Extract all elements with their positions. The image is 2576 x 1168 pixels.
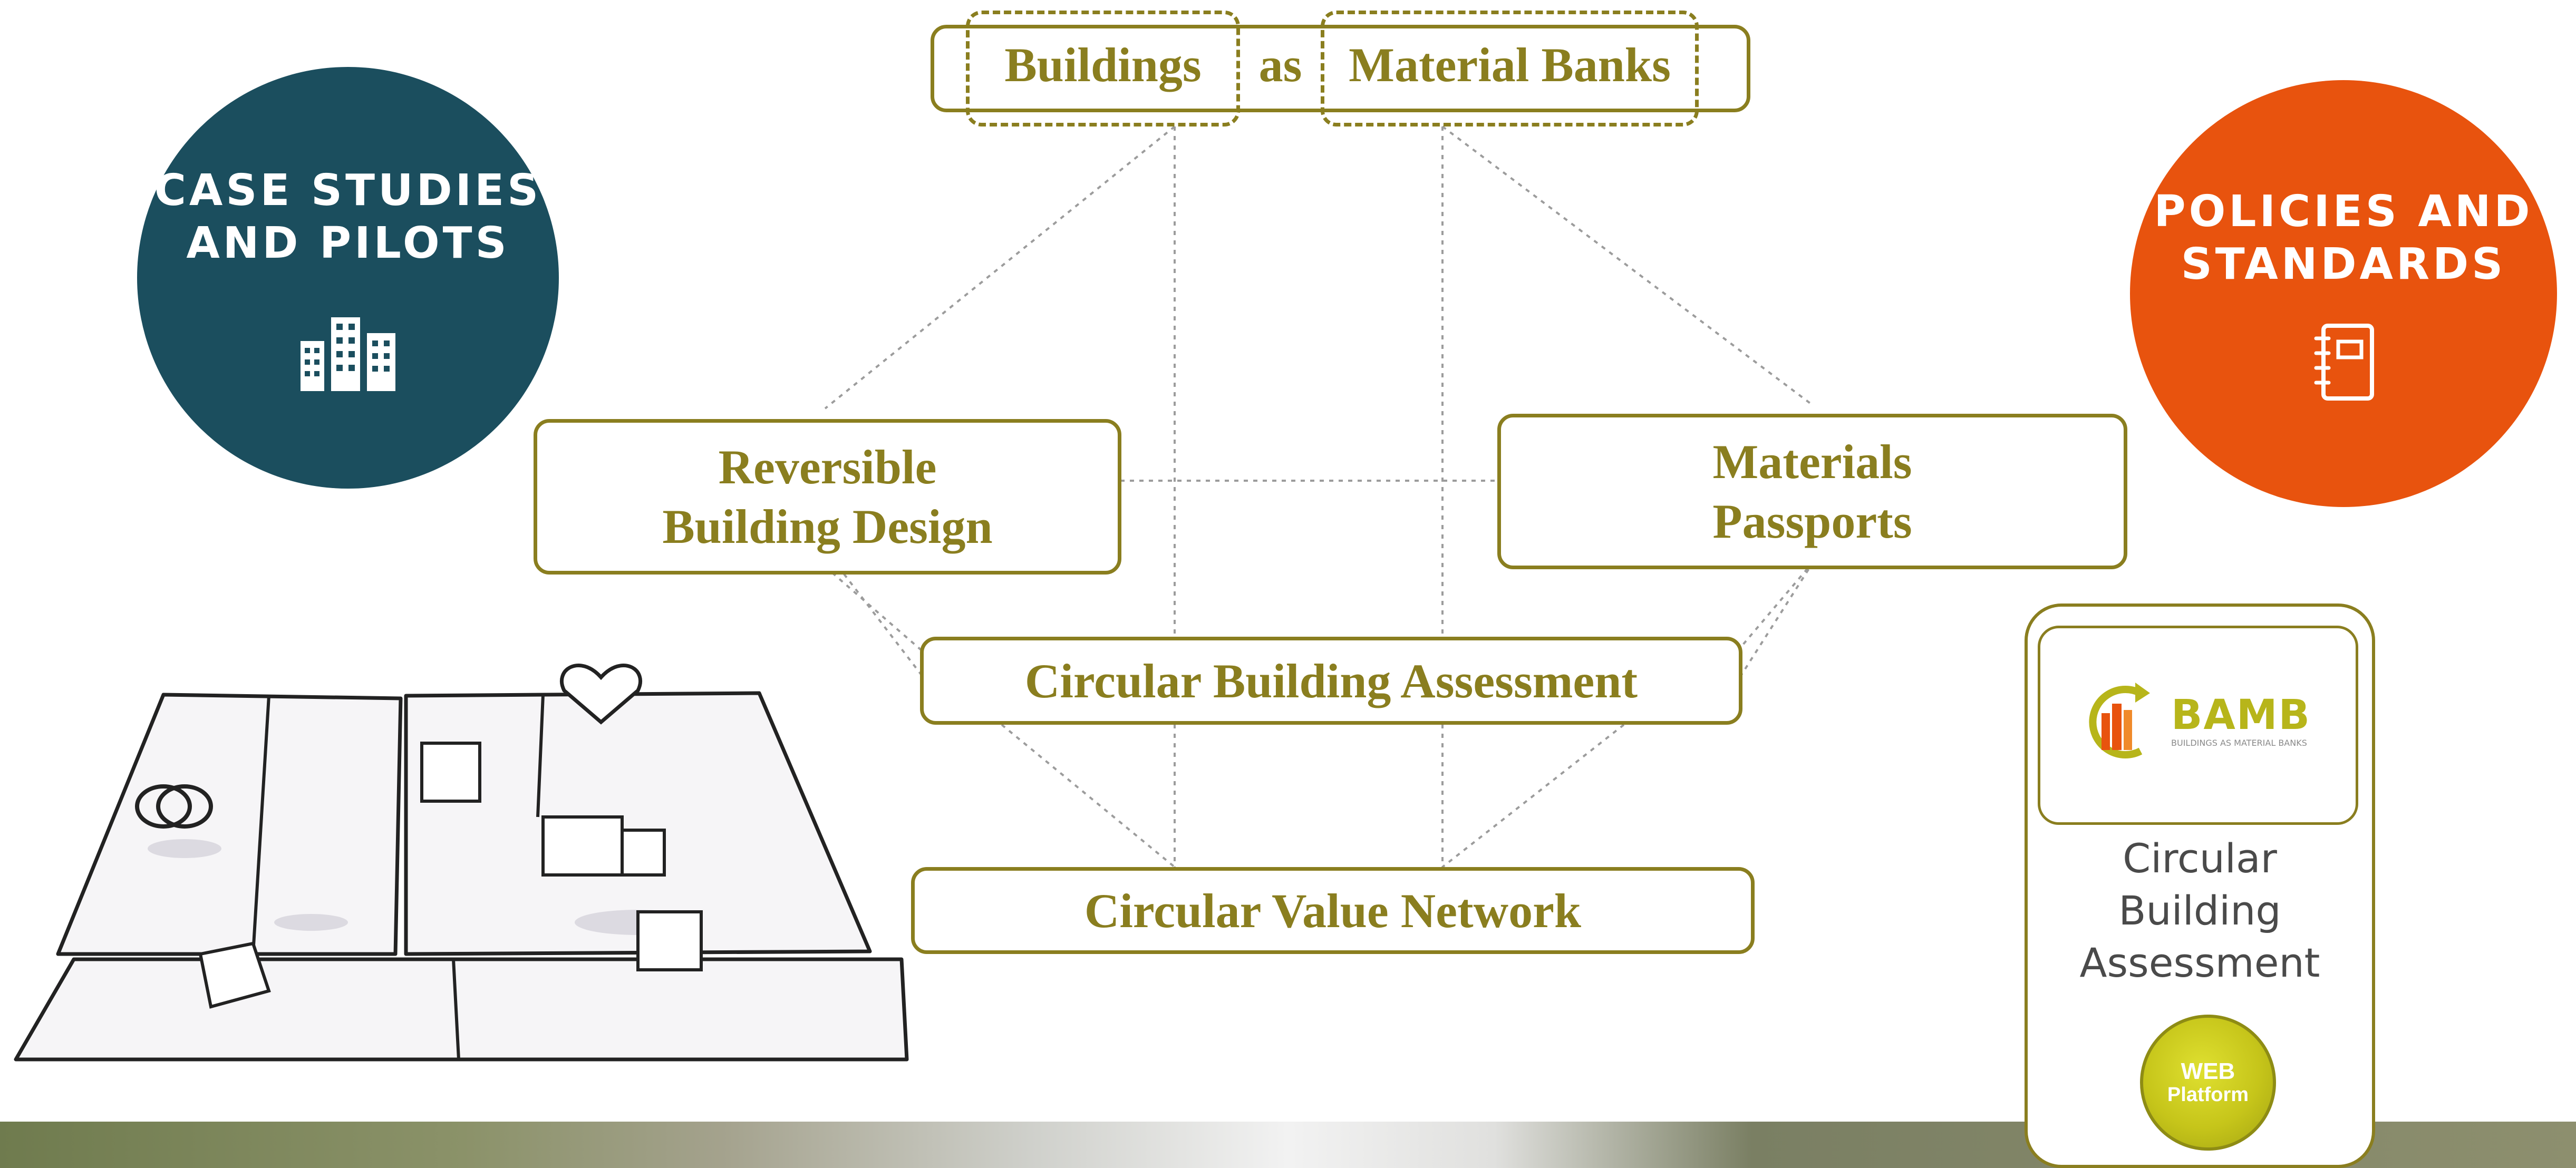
city-buildings-icon xyxy=(301,317,395,392)
bamb-label-line-3: Assessment xyxy=(2079,939,2320,986)
policies-standards-circle: POLICIES AND STANDARDS xyxy=(2130,80,2557,507)
bamb-logo-icon xyxy=(2089,683,2150,758)
case-studies-line-2: AND PILOTS xyxy=(186,218,510,268)
case-studies-line-1: CASE STUDIES xyxy=(154,165,542,216)
as-label: as xyxy=(1258,38,1302,92)
bamb-logo-subtitle: BUILDINGS AS MATERIAL BANKS xyxy=(2171,738,2307,748)
bamb-label-line-2: Building xyxy=(2118,887,2281,934)
reversible-line-1: Reversible xyxy=(718,440,937,494)
circular-building-assessment-box: Circular Building Assessment xyxy=(920,637,1742,725)
web-platform-button[interactable]: WEB Platform xyxy=(2140,1015,2276,1151)
bamb-logo-text: BAMB xyxy=(2171,692,2311,739)
materials-passports-box: Materials Passports xyxy=(1497,414,2127,569)
bamb-label-line-1: Circular xyxy=(2123,835,2277,882)
policies-line-2: STANDARDS xyxy=(2181,239,2506,289)
policies-line-1: POLICIES AND xyxy=(2154,186,2533,237)
passports-line-1: Materials xyxy=(1712,435,1912,489)
case-studies-circle: CASE STUDIES AND PILOTS xyxy=(137,67,559,489)
top-frame xyxy=(931,25,1750,112)
web-button-line-2: Platform xyxy=(2167,1084,2249,1106)
reversible-building-design-box: Reversible Building Design xyxy=(534,419,1121,575)
bamb-assessment-label: Circular Building Assessment xyxy=(2027,833,2372,989)
notebook-icon xyxy=(2314,324,2374,401)
business-model-canvas-illustration xyxy=(14,664,909,1062)
buildings-label: Buildings xyxy=(1004,38,1202,92)
material-banks-dashed-box xyxy=(1321,11,1699,126)
bamb-logo-panel xyxy=(2038,626,2358,825)
buildings-dashed-box xyxy=(966,11,1240,126)
passports-line-2: Passports xyxy=(1712,494,1912,548)
material-banks-label: Material Banks xyxy=(1349,38,1671,92)
circular-value-network-box: Circular Value Network xyxy=(911,867,1755,954)
reversible-line-2: Building Design xyxy=(662,499,993,553)
web-button-line-1: WEB xyxy=(2181,1058,2235,1084)
